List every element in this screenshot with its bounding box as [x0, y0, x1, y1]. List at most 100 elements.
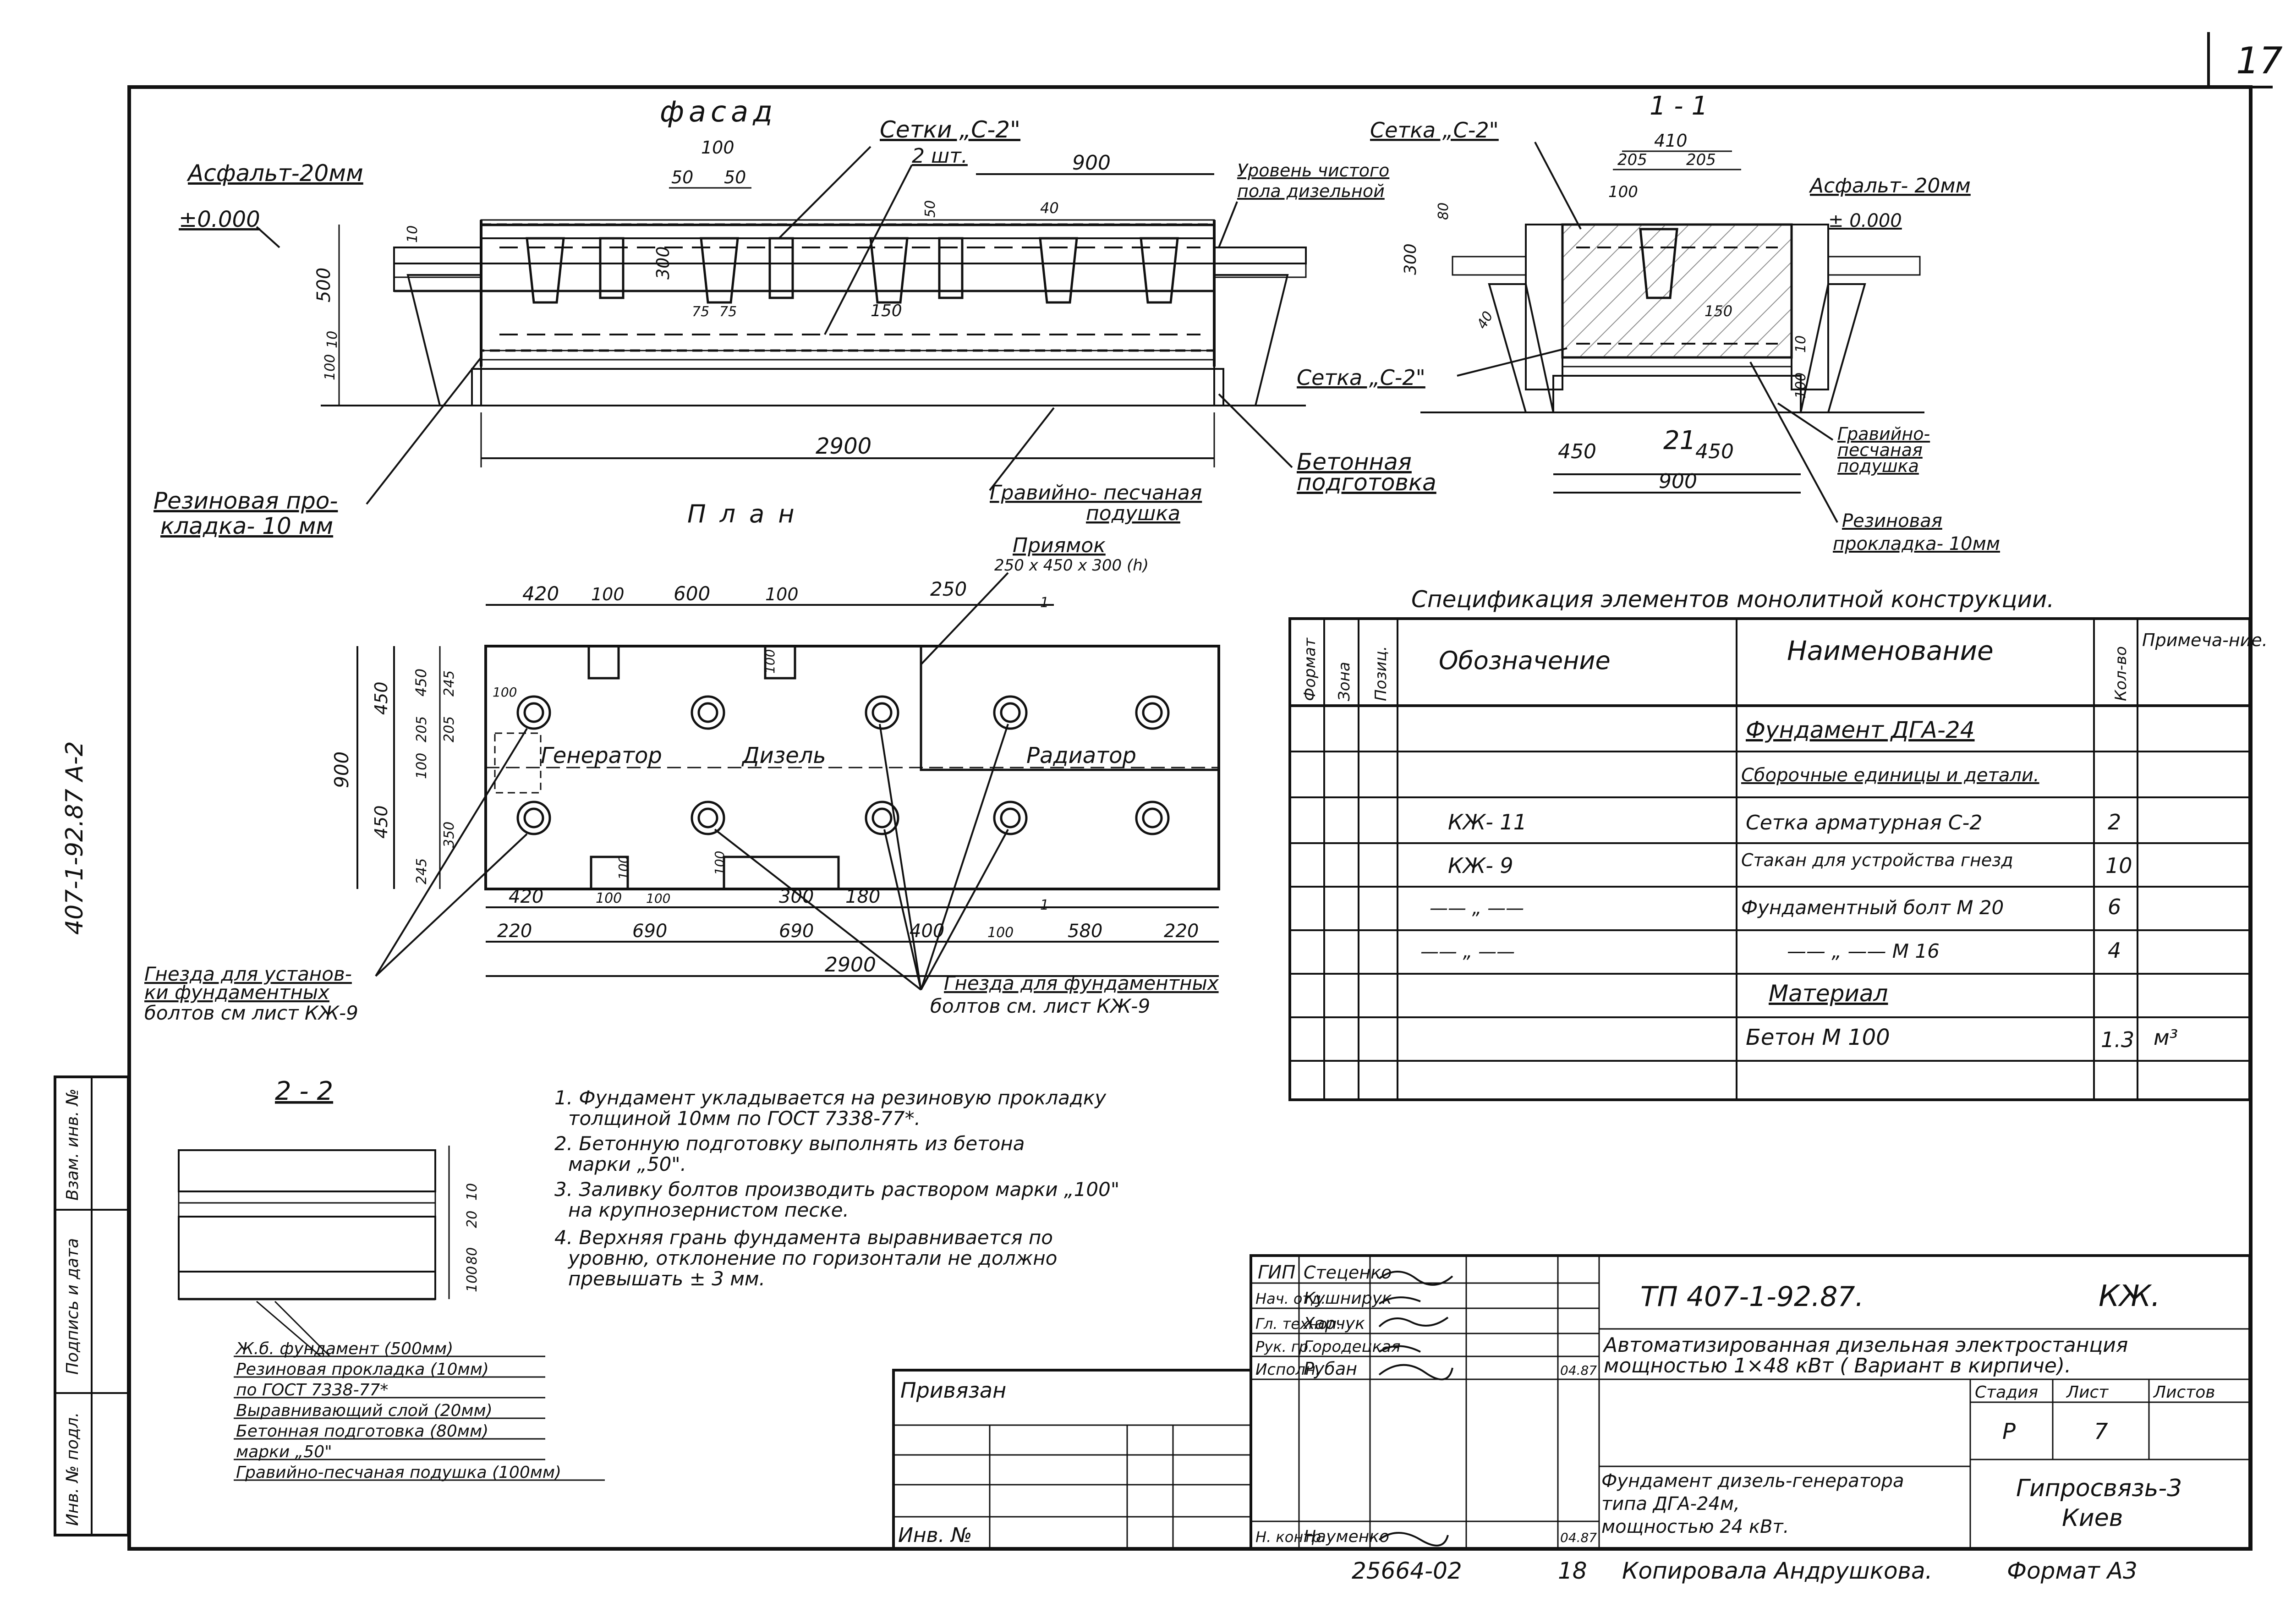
- facade-dim-50a: 50: [671, 167, 693, 187]
- plan-top-dim-1: 100: [591, 584, 625, 604]
- section11-rubber-2: прокладка- 10мм: [1833, 533, 2000, 554]
- spec-row-5-designation: —— „ ——: [1420, 941, 1515, 962]
- s22-dim-100: 100: [464, 1266, 480, 1292]
- plan-rdim-4: 245: [441, 670, 457, 697]
- facade-rubber-2: кладка- 10 мм: [160, 513, 333, 539]
- plan-top-dim-0: 420: [522, 582, 559, 605]
- note-line-3: марки „50".: [568, 1153, 686, 1175]
- note-line-0: 1. Фундамент укладывается на резиновую п…: [554, 1086, 1107, 1109]
- plan-sockets-bolts-2: болтов см. лист КЖ-9: [930, 995, 1150, 1017]
- spec-h-note: Примеча-ние.: [2142, 630, 2268, 650]
- facade-dim-300: 300: [653, 246, 673, 280]
- s11-dim-410: 410: [1654, 131, 1688, 151]
- plan-bdim1-6: 580: [1068, 921, 1102, 942]
- plan-sockets-bolts-1: Гнезда для фундаментных: [944, 972, 1219, 994]
- spec-h-pos: Позиц.: [1372, 646, 1390, 702]
- notes: 1. Фундамент укладывается на резиновую п…: [554, 1086, 1119, 1290]
- facade-asphalt: Асфальт-20мм: [186, 160, 363, 187]
- plan-pit-1: Приямок: [1013, 534, 1106, 557]
- tb-name-3: Городецкая: [1304, 1338, 1401, 1356]
- plan-rdim-5: 350: [441, 822, 457, 848]
- stamp-vzam-inv: Взам. инв. №: [63, 1089, 82, 1201]
- s11-dim-450a: 450: [1558, 440, 1596, 463]
- spec-row-2-qty: 2: [2108, 810, 2121, 834]
- note-line-2: 2. Бетонную подготовку выполнять из бето…: [554, 1132, 1025, 1155]
- spec-row-7-name: Бетон М 100: [1746, 1025, 1890, 1050]
- s11-dim-205a: 205: [1617, 151, 1647, 169]
- s11-dim-40: 40: [1474, 308, 1496, 332]
- facade-gravel-2: подушка: [1086, 502, 1180, 525]
- facade-dim-40: 40: [1040, 199, 1059, 217]
- s22-dim-10: 10: [464, 1183, 480, 1201]
- plan-bdim1-5: 100: [987, 925, 1014, 941]
- tb-role-4: Исполн.: [1255, 1361, 1321, 1379]
- tb-name-4: Рубан: [1304, 1359, 1357, 1379]
- tb-role-1: Нач. отд.: [1255, 1290, 1326, 1307]
- facade-dim-50b: 50: [724, 167, 746, 187]
- tb-name-1: Кушнирук: [1304, 1289, 1392, 1308]
- tb-object-2: мощностью 1×48 кВт ( Вариант в кирпиче).: [1604, 1354, 2071, 1377]
- tb-name-6: Науменко: [1304, 1527, 1389, 1546]
- tb-name-2: Харчук: [1303, 1314, 1365, 1333]
- plan-sockets-install-3: болтов см лист КЖ-9: [144, 1002, 358, 1024]
- plan-bdim2-2: 690: [779, 921, 814, 942]
- facade-dim-2900: 2900: [816, 433, 871, 459]
- tb-name-0: Стеценко: [1304, 1262, 1392, 1283]
- tb-mark: КЖ.: [2099, 1279, 2160, 1313]
- signatures: [1378, 1271, 1453, 1547]
- spec-row-2-name: Сетка арматурная С-2: [1746, 811, 1982, 834]
- spec-row-2-designation: КЖ- 11: [1448, 810, 1527, 834]
- note-line-8: превышать ± 3 мм.: [568, 1267, 765, 1290]
- plan-top-dim-3: 100: [765, 584, 799, 604]
- facade-nets: Сетки „С-2": [880, 116, 1020, 143]
- note-line-7: уровню, отклонение по горизонтали не дол…: [567, 1247, 1057, 1269]
- spec-row-0-name: Фундамент ДГА-24: [1746, 717, 1975, 743]
- plan-bdim1-2: 300: [779, 886, 814, 907]
- spec-row-4-designation: —— „ ——: [1430, 898, 1524, 919]
- plan-title: План: [687, 499, 808, 528]
- plan-total: 2900: [825, 953, 876, 977]
- section11-rubber-1: Резиновая: [1842, 510, 1942, 532]
- s11-dim-21: 21: [1663, 426, 1696, 455]
- plan-left-dim-1: 450: [371, 681, 391, 715]
- facade-rubber-pad: [480, 224, 1215, 239]
- tb-role-3: Рук. гр.: [1255, 1338, 1313, 1355]
- tb-role-0: ГИП: [1258, 1262, 1295, 1283]
- section11-net-top: Сетка „С-2": [1370, 118, 1499, 143]
- tb-org-1: Гипросвязь-3: [2016, 1475, 2182, 1502]
- section11-gravel-2: песчаная: [1837, 440, 1923, 460]
- plan-pit-2: 250 х 450 х 300 (h): [994, 556, 1149, 575]
- facade-dim-75: 75: [692, 304, 709, 320]
- footer-code: 25664-02: [1352, 1558, 1462, 1584]
- stamp-signature-date: Подпись и дата: [63, 1238, 82, 1375]
- spec-title: Спецификация элементов монолитной констр…: [1411, 586, 2054, 613]
- s22-dim-20: 20: [464, 1211, 480, 1228]
- section11-asphalt: Асфальт- 20мм: [1809, 174, 1971, 198]
- plan-cut-2: 1: [1040, 897, 1049, 913]
- facade-dim-10: 10: [324, 331, 340, 348]
- section11-net-bottom: Сетка „С-2": [1297, 365, 1425, 390]
- tb-role-2: Гл. технол.: [1255, 1315, 1341, 1333]
- plan-bdim1-0: 420: [509, 886, 543, 907]
- spec-h-format: Формат: [1301, 637, 1319, 701]
- tb-date-2: 04.87: [1560, 1530, 1597, 1545]
- plan-radiator: Радиатор: [1026, 743, 1136, 768]
- plan-rdim-2: 100: [414, 753, 430, 779]
- plan-left-dim-0: 900: [330, 752, 353, 788]
- tb-bound: Привязан: [900, 1378, 1006, 1403]
- tb-drawing-2: типа ДГА-24м,: [1601, 1493, 1740, 1514]
- plan-bdim1-7: 220: [1164, 921, 1199, 942]
- plan-cut-1: 1: [1040, 595, 1049, 611]
- s11-dim-205b: 205: [1686, 151, 1716, 169]
- spec-table: Спецификация элементов монолитной констр…: [1288, 586, 2268, 1101]
- plan-top-dim-4: 250: [930, 578, 967, 600]
- spec-row-7-note: м³: [2154, 1025, 2178, 1050]
- spec-row-6-name: Материал: [1769, 980, 1888, 1007]
- facade-nets-count: 2 шт.: [912, 144, 968, 168]
- s11-dim-900: 900: [1659, 470, 1697, 493]
- s11-dim-300: 300: [1401, 243, 1420, 275]
- facade-title: фасад: [660, 95, 777, 128]
- s11-dim-10: 10: [1793, 335, 1809, 353]
- plan-sockets-install-1: Гнезда для установ-: [144, 963, 352, 985]
- s22-legend-2: по ГОСТ 7338-77*: [236, 1381, 388, 1399]
